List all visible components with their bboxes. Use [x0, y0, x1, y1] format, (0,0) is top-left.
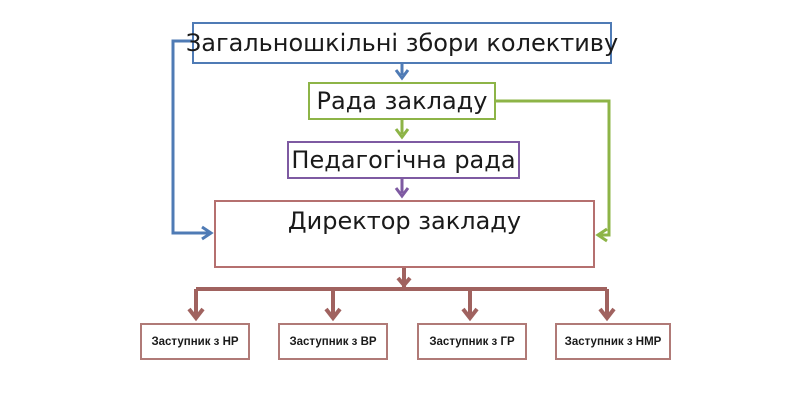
institution-council-box: Рада закладу: [308, 82, 496, 120]
arrow-council-to-pedagogical: [394, 120, 410, 140]
arrow-meeting-to-council: [394, 64, 410, 81]
deputy-research-box: Заступник з НР: [140, 323, 250, 360]
director-box: Директор закладу: [214, 200, 595, 268]
arrows-director-to-deputies: [187, 268, 616, 322]
general-meeting-box: Загальношкільні збори колективу: [186, 22, 618, 64]
deputy-household-box: Заступник з ГР: [417, 323, 527, 360]
arrow-meeting-to-director: [171, 39, 214, 241]
deputy-methodical-box: Заступник з НМР: [555, 323, 671, 360]
deputy-education-box: Заступник з ВР: [278, 323, 388, 360]
pedagogical-council-box: Педагогічна рада: [287, 141, 520, 179]
arrow-pedagogical-to-director: [394, 179, 410, 199]
arrow-council-to-director: [496, 99, 611, 243]
